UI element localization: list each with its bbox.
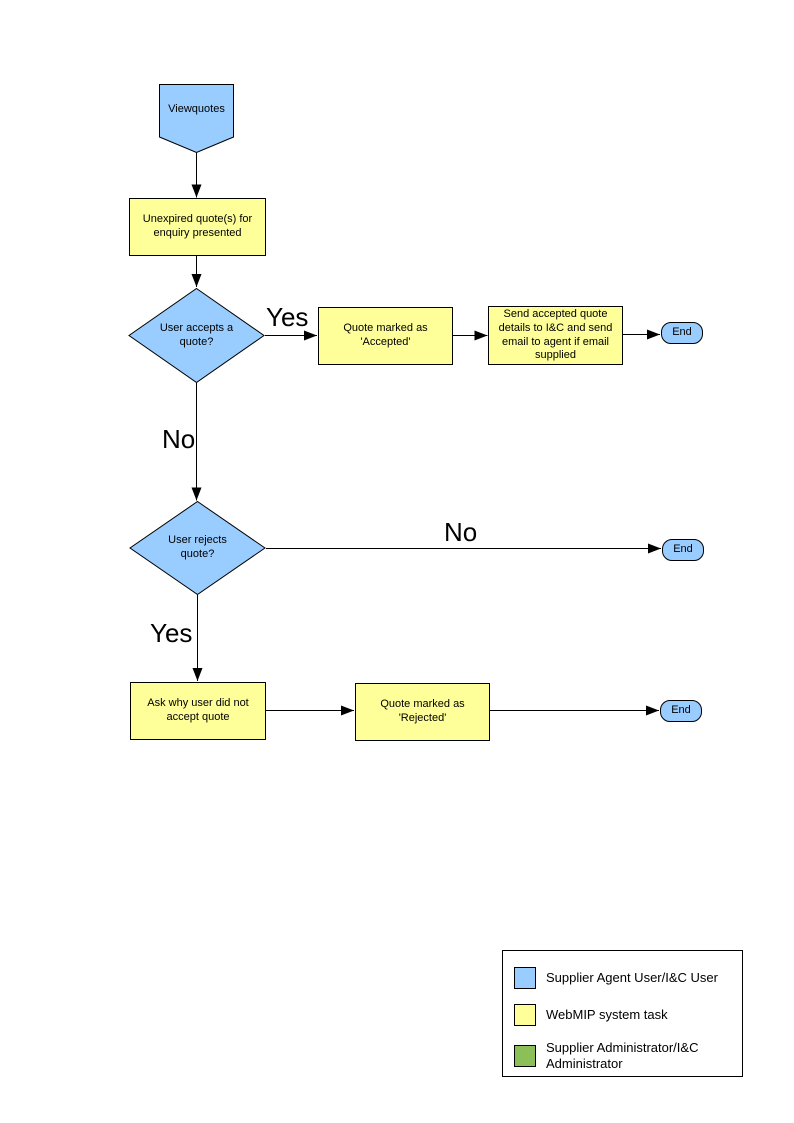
node-label: User rejects quote?	[168, 534, 227, 560]
edge-label-rejects-yes: Yes	[150, 618, 193, 648]
legend-swatch-yellow	[514, 1004, 536, 1026]
legend-label: Supplier Agent User/I&C User	[546, 969, 718, 985]
legend-label: Supplier Administrator/I&C Administrator	[546, 1040, 699, 1072]
node-label: Unexpired quote(s) for enquiry presented	[142, 213, 253, 239]
legend-item-supplier-administrator: Supplier Administrator/I&C Administrator	[514, 1040, 734, 1073]
node-label: User accepts a quote?	[159, 321, 234, 348]
legend-item-supplier-agent-user: Supplier Agent User/I&C User	[514, 967, 734, 989]
node-label: End	[673, 543, 693, 556]
edge-label-accepts-no: No	[162, 424, 196, 454]
node-label: Viewquotes	[168, 102, 225, 115]
decision-user-rejects: User rejects quote?	[129, 501, 266, 595]
process-send-accepted-details: Send accepted quote details to I&C and s…	[488, 306, 623, 365]
decision-user-accepts: User accepts a quote?	[128, 288, 265, 383]
edge-label-accepts-yes: Yes	[266, 302, 309, 332]
legend-box: Supplier Agent User/I&C User WebMIP syst…	[502, 950, 743, 1077]
start-node-viewquotes: Viewquotes	[159, 84, 234, 153]
end-node-3: End	[660, 700, 702, 722]
process-quote-marked-accepted: Quote marked as 'Accepted'	[318, 307, 453, 365]
edge-label-rejects-no: No	[444, 517, 478, 547]
process-quote-marked-rejected: Quote marked as 'Rejected'	[355, 683, 490, 741]
process-unexpired-quotes: Unexpired quote(s) for enquiry presented	[129, 198, 266, 256]
node-label: Send accepted quote details to I&C and s…	[498, 308, 613, 362]
end-node-1: End	[661, 322, 703, 344]
node-label: Quote marked as 'Rejected'	[380, 698, 465, 724]
node-label: End	[672, 326, 692, 339]
diamond-shape	[129, 501, 266, 595]
end-node-2: End	[662, 539, 704, 561]
node-label: Ask why user did not accept quote	[147, 697, 249, 723]
legend-item-webmip-system-task: WebMIP system task	[514, 1004, 734, 1026]
node-label: End	[671, 704, 691, 717]
process-ask-why: Ask why user did not accept quote	[130, 682, 266, 740]
legend-swatch-blue	[514, 967, 536, 989]
pentagon-shape	[159, 84, 234, 153]
legend-label: WebMIP system task	[546, 1006, 668, 1022]
diamond-shape	[128, 288, 265, 383]
node-label: Quote marked as 'Accepted'	[343, 322, 428, 348]
legend-swatch-green	[514, 1045, 536, 1068]
